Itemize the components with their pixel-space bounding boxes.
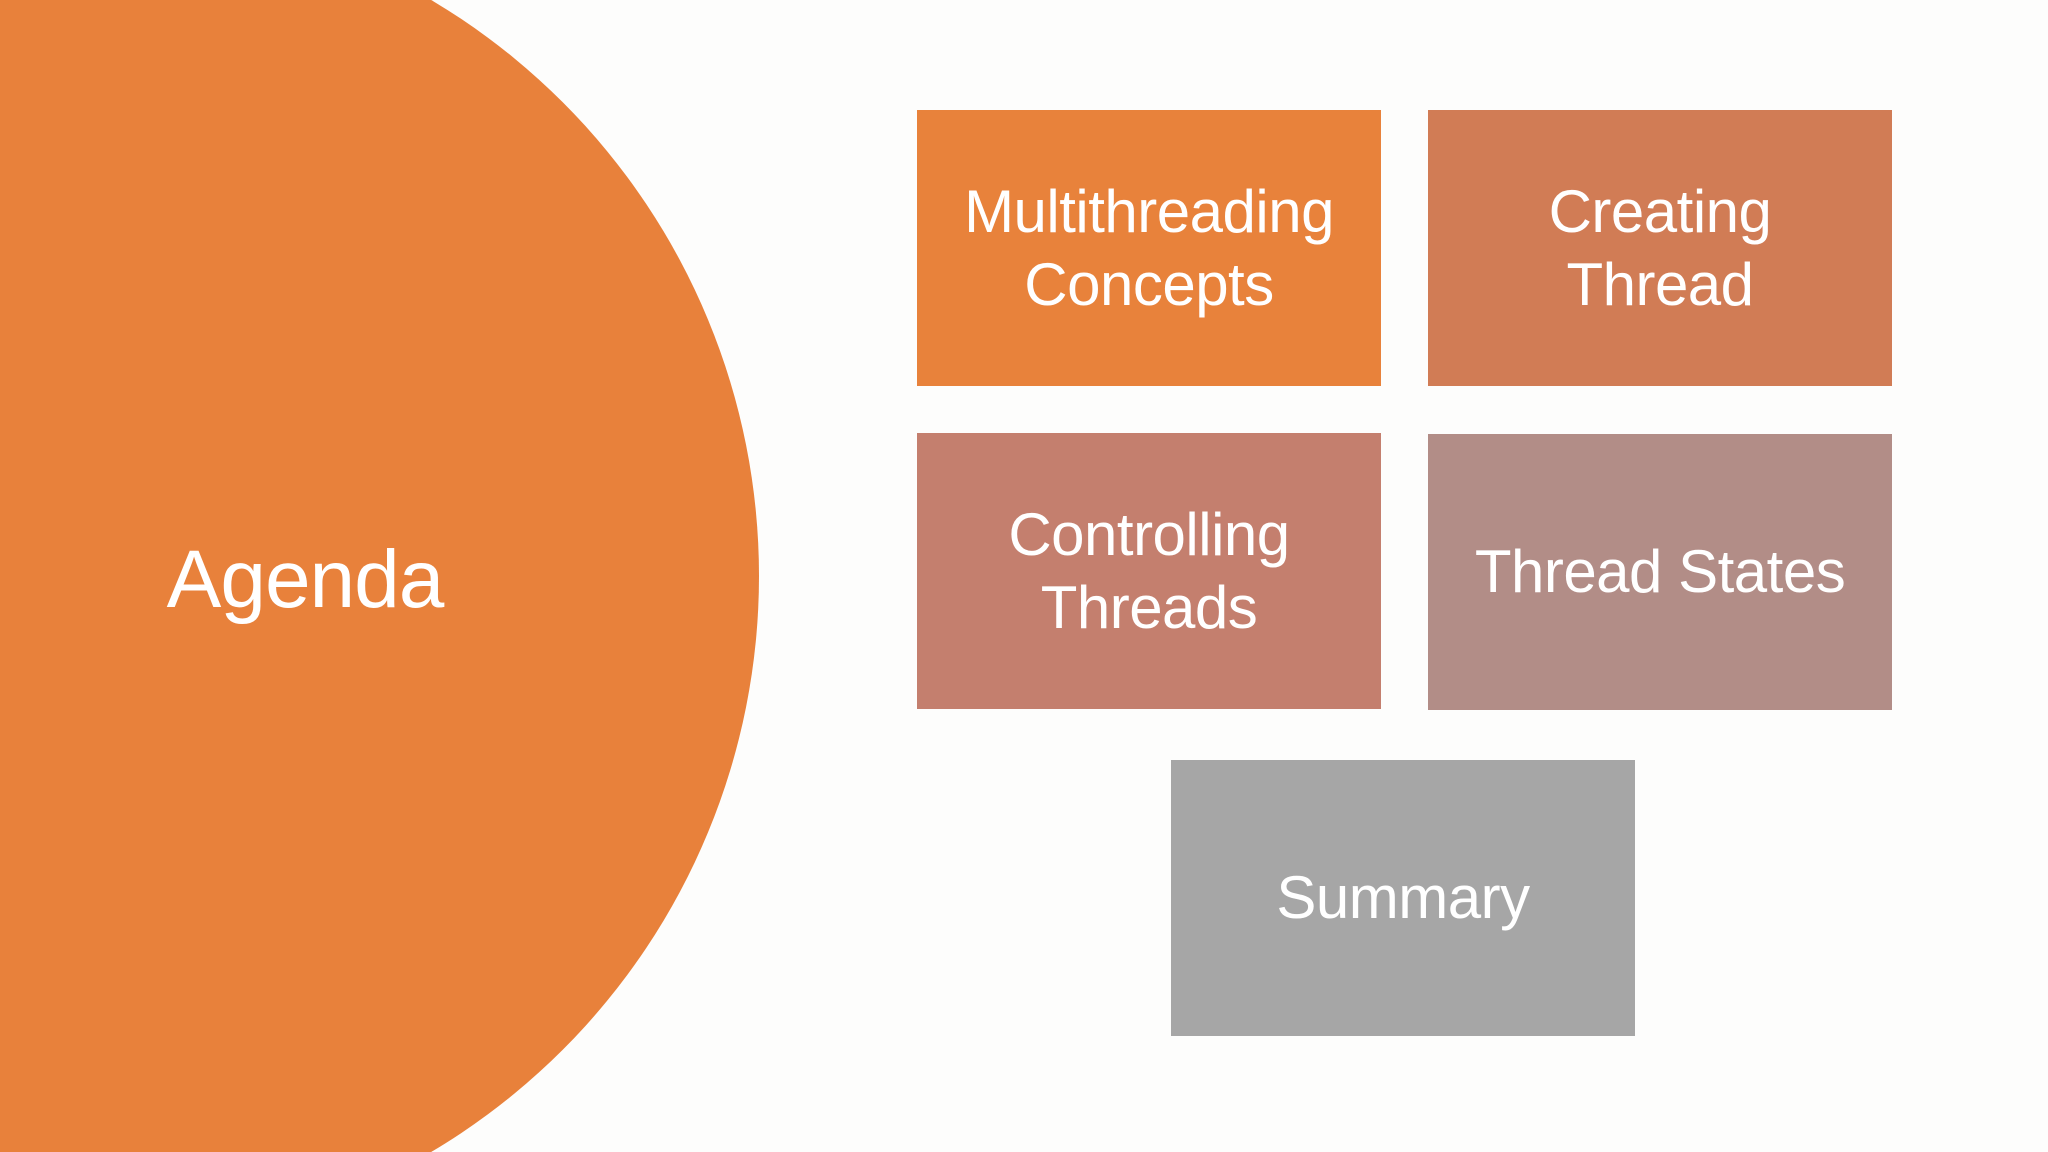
agenda-title-circle <box>0 0 759 1152</box>
agenda-box-creating-thread: Creating Thread <box>1428 110 1892 386</box>
agenda-box-label: Thread States <box>1474 538 1846 606</box>
agenda-box-label: Controlling Threads <box>1008 500 1290 641</box>
agenda-box-label: Summary <box>1276 864 1530 932</box>
agenda-box-summary: Summary <box>1171 760 1635 1036</box>
slide-title: Agenda <box>166 533 445 625</box>
agenda-box-multithreading-concepts: Multithreading Concepts <box>917 110 1381 386</box>
agenda-box-label: Multithreading Concepts <box>964 177 1334 318</box>
agenda-box-controlling-threads: Controlling Threads <box>917 433 1381 709</box>
agenda-box-thread-states: Thread States <box>1428 434 1892 710</box>
agenda-box-label: Creating Thread <box>1548 177 1772 318</box>
